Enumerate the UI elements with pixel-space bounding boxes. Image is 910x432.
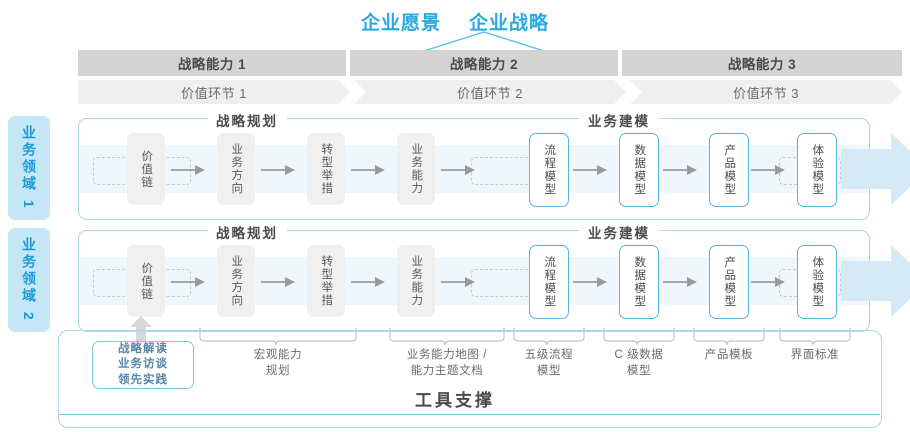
flow-node-value-chain[interactable]: 价值链 <box>127 133 165 205</box>
tool-label-c-level-data-model: C 级数据 模型 <box>596 348 682 379</box>
tool-label-line-1: 界面标准 <box>790 349 840 361</box>
flow-node-label: 体验模型 <box>811 144 824 196</box>
capability-cell-2: 战略能力 2 <box>350 50 618 76</box>
flow-arrow-icon <box>441 277 475 287</box>
section-caption-business-modeling: 业务建模 <box>579 110 659 130</box>
flow-band-arrow <box>841 133 910 205</box>
flow-node-business-direction[interactable]: 业务方向 <box>217 133 255 205</box>
flow-node-label: 业务方向 <box>230 255 243 307</box>
flow-node-label: 体验模型 <box>811 256 824 308</box>
flow-band-arrow <box>841 245 910 317</box>
flow-node-transformation-measures[interactable]: 转型举措 <box>307 245 345 317</box>
tool-label-line-1: 五级流程 <box>524 349 574 361</box>
domain-row-1: 战略规划 业务建模 价值链 业务方向 转型举措 业务能力 流程模型 数据模型 产… <box>78 110 910 220</box>
value-link-cell-3: 价值环节 3 <box>630 80 902 104</box>
flow-arrow-icon <box>261 277 295 287</box>
tool-label-five-level-process-model: 五级流程 模型 <box>506 348 592 379</box>
flow-node-product-model[interactable]: 产品模型 <box>709 133 749 207</box>
sidebar-item-business-domain-1[interactable]: 业务领域 1 <box>8 116 50 220</box>
tool-label-line-2: 模型 <box>536 364 562 377</box>
tool-label-product-template: 产品模板 <box>686 348 772 364</box>
sidebar-item-label: 业务领域 1 <box>21 125 38 211</box>
flow-node-data-model[interactable]: 数据模型 <box>619 245 659 319</box>
flow-arrow-icon <box>751 165 785 175</box>
flow-arrow-icon <box>573 165 607 175</box>
flow-arrow-icon <box>573 277 607 287</box>
domain-row-2: 战略规划 业务建模 价值链 业务方向 转型举措 业务能力 流程模型 数据模型 产… <box>78 222 910 332</box>
bracket-macro-capability <box>199 328 357 346</box>
vision-header: 企业愿景 企业战略 <box>0 6 910 36</box>
tool-box-line-3: 领先实践 <box>118 373 168 386</box>
flow-node-product-model[interactable]: 产品模型 <box>709 245 749 319</box>
tool-label-capability-map: 业务能力地图 / 能力主题文档 <box>378 348 516 379</box>
flow-node-label: 流程模型 <box>543 256 556 308</box>
flow-arrow-icon <box>351 165 385 175</box>
bottom-divider <box>58 414 880 416</box>
capability-cell-1: 战略能力 1 <box>78 50 346 76</box>
bracket-capability-map <box>389 328 505 346</box>
flow-node-label: 业务能力 <box>410 143 423 195</box>
flow-arrow-icon <box>261 165 295 175</box>
value-link-cell-2: 价值环节 2 <box>354 80 626 104</box>
tool-box-line-1: 战略解读 <box>118 343 168 356</box>
tool-label-line-2: 模型 <box>626 364 652 377</box>
flow-node-label: 数据模型 <box>633 144 646 196</box>
tool-label-line-2: 能力主题文档 <box>410 364 484 377</box>
section-caption-strategy-planning: 战略规划 <box>207 110 287 130</box>
vision-connector-chevron <box>424 31 544 52</box>
tool-label-line-1: C 级数据 <box>614 349 664 361</box>
flow-arrow-icon <box>663 277 697 287</box>
flow-node-business-capability[interactable]: 业务能力 <box>397 133 435 205</box>
flow-node-transformation-measures[interactable]: 转型举措 <box>307 133 345 205</box>
flow-node-business-direction[interactable]: 业务方向 <box>217 245 255 317</box>
flow-node-label: 业务方向 <box>230 143 243 195</box>
sidebar-item-label: 业务领域 2 <box>21 237 38 323</box>
flow-node-label: 业务能力 <box>410 255 423 307</box>
flow-arrow-icon <box>663 165 697 175</box>
flow-node-label: 数据模型 <box>633 256 646 308</box>
flow-node-experience-model[interactable]: 体验模型 <box>797 245 837 319</box>
flow-arrow-icon <box>351 277 385 287</box>
tool-label-line-2: 规划 <box>265 364 291 377</box>
flow-arrow-icon <box>171 165 205 175</box>
tool-label-ui-standard: 界面标准 <box>772 348 858 364</box>
flow-node-value-chain[interactable]: 价值链 <box>127 245 165 317</box>
tool-label-line-1: 产品模板 <box>704 349 754 361</box>
flow-arrow-icon <box>751 277 785 287</box>
tool-label-macro-capability-planning: 宏观能力 规划 <box>218 348 338 379</box>
flow-node-data-model[interactable]: 数据模型 <box>619 133 659 207</box>
flow-node-label: 产品模型 <box>723 144 736 196</box>
tool-label-line-1: 宏观能力 <box>253 349 303 361</box>
flow-node-label: 产品模型 <box>723 256 736 308</box>
flow-node-process-model[interactable]: 流程模型 <box>529 245 569 319</box>
capability-cell-3: 战略能力 3 <box>622 50 902 76</box>
vision-title-enterprise-strategy: 企业战略 <box>469 12 550 34</box>
flow-node-label: 流程模型 <box>543 144 556 196</box>
bracket-product-template <box>693 328 765 346</box>
flow-node-label: 转型举措 <box>320 255 333 307</box>
flow-arrow-icon <box>171 277 205 287</box>
flow-node-business-capability[interactable]: 业务能力 <box>397 245 435 317</box>
value-link-cell-1: 价值环节 1 <box>78 80 350 104</box>
bracket-process-model <box>513 328 585 346</box>
bracket-ui-standard <box>779 328 851 346</box>
flow-node-experience-model[interactable]: 体验模型 <box>797 133 837 207</box>
flow-node-process-model[interactable]: 流程模型 <box>529 133 569 207</box>
tool-label-line-1: 业务能力地图 / <box>406 349 488 361</box>
flow-node-label: 转型举措 <box>320 143 333 195</box>
value-link-bar: 价值环节 1 价值环节 2 价值环节 3 <box>78 80 902 104</box>
section-caption-strategy-planning: 战略规划 <box>207 222 287 242</box>
strategy-capability-bar: 战略能力 1 战略能力 2 战略能力 3 <box>78 50 902 76</box>
flow-node-label: 价值链 <box>140 261 153 301</box>
tool-support-title: 工具支撑 <box>415 391 495 410</box>
tool-box-strategy-interpretation[interactable]: 战略解读 业务访谈 领先实践 <box>92 341 194 389</box>
section-caption-business-modeling: 业务建模 <box>579 222 659 242</box>
bracket-data-model <box>603 328 675 346</box>
flow-arrow-icon <box>441 165 475 175</box>
tool-box-line-2: 业务访谈 <box>118 358 168 371</box>
vision-title-enterprise-vision: 企业愿景 <box>360 12 441 34</box>
sidebar-item-business-domain-2[interactable]: 业务领域 2 <box>8 228 50 332</box>
flow-node-label: 价值链 <box>140 149 153 189</box>
tool-support-container <box>58 330 882 428</box>
